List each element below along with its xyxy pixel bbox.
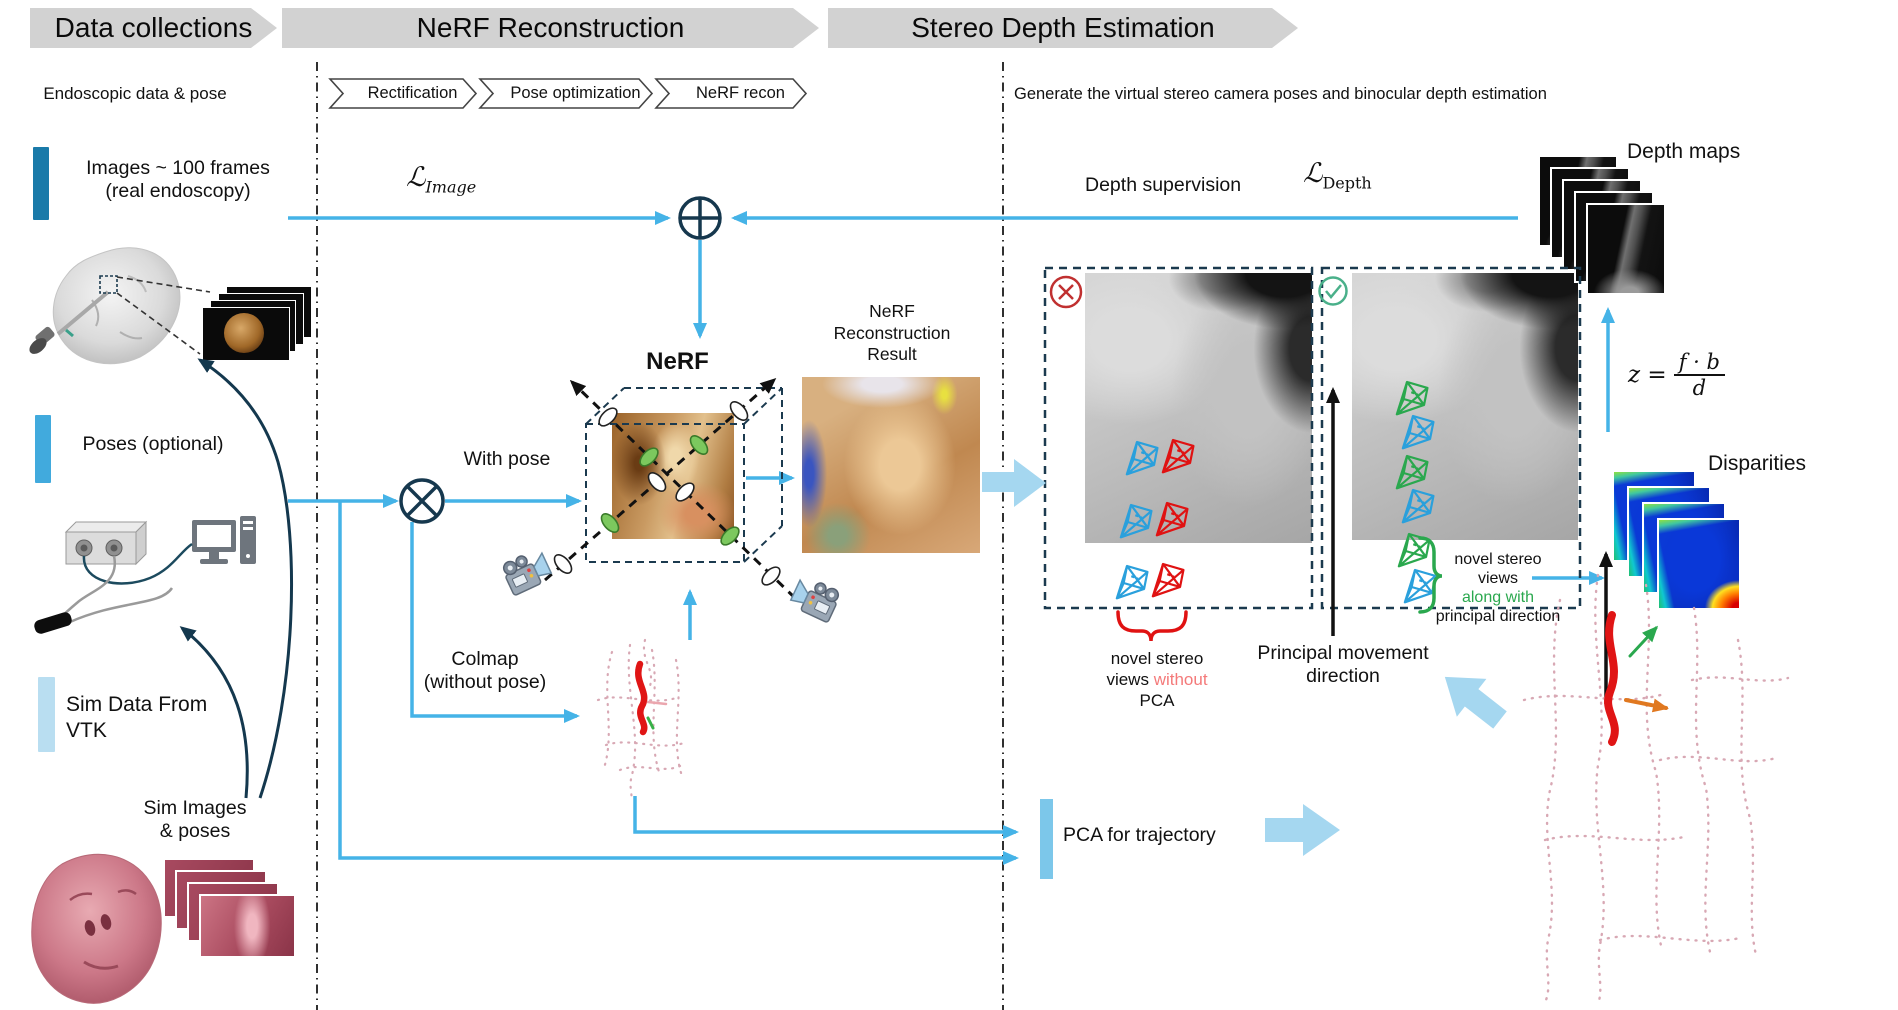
trajectory-with-principal-axes [1604,611,1669,746]
header-label: NeRF Reconstruction [416,12,685,43]
formula-lhs: z = [1628,362,1667,388]
trajectory-pointcloud [1522,573,1790,1006]
block-arrows [982,459,1507,856]
endoscopy-view-image [224,313,264,353]
depth-supervision-label: Depth supervision [1085,174,1242,196]
circle-plus-icon [678,196,722,240]
pca-for-trajectory-label: PCA for trajectory [1063,824,1216,846]
sim-data-label: Sim Data From VTK [66,693,208,742]
probe-icon [34,612,72,634]
red-brace [1116,610,1188,642]
image-loss-label: ℒImage [406,162,476,196]
disparity-frame-front [1657,518,1741,610]
endoscopic-data-subtitle: Endoscopic data & pose [43,84,227,103]
circled-check-icon [1318,276,1348,306]
images-label: Images ~ 100 frames (real endoscopy) [86,157,270,202]
header-stereo-depth-estimation: Stereo Depth Estimation [828,8,1298,48]
depth-map-frame-front [1586,203,1666,295]
nerf-reconstruction-result-image [802,377,980,553]
line3: principal direction [1435,608,1561,625]
branch-to-pca-line [338,501,1019,865]
principal-direction-label: Principal movement direction [1257,642,1429,687]
computer-icon [192,516,256,564]
green-brace [1418,536,1443,614]
poses-color-bar [35,415,51,483]
step-nerf-recon: NeRF recon [696,84,785,102]
flow-lines [288,211,1615,865]
head-model-illustration [29,247,211,365]
video-camera-icon [787,573,843,624]
nerf-sampling-rays [544,378,797,600]
header-data-collections: Data collections [30,8,277,48]
images-color-bar [33,147,49,220]
line3: PCA [1139,691,1175,710]
with-pose-label: With pose [463,448,551,470]
novel-views-without-pca-label: novel stereo views without PCA [1090,648,1224,711]
depth-maps-label: Depth maps [1627,140,1741,163]
loss-subscript: Image [425,177,477,197]
disparities-label: Disparities [1708,452,1807,475]
depth-loss-label: ℒDepth [1303,158,1372,192]
poses-label: Poses (optional) [82,433,224,455]
circle-times-icon [399,478,445,524]
nerf-cube [585,387,783,563]
pipeline-step-chevrons [328,78,808,109]
stereo-surface-image-without-pca [1085,273,1312,543]
loss-symbol: ℒ [1303,158,1323,189]
pca-output-arrow [1265,804,1340,856]
endoscope-icon [29,290,110,354]
video-camera-icon [499,546,555,597]
line2: views without [1106,670,1208,689]
pca-accent-bar [1040,799,1053,879]
stereo-frustums-without-pca [1115,438,1195,600]
tracking-system-illustration [34,516,256,634]
formula-fraction: f · b d [1673,350,1725,400]
stereo-surface-image-with-pca [1352,273,1578,540]
line2: along with [1461,589,1535,606]
without-highlight: without [1153,670,1208,689]
colmap-trajectory [635,660,668,736]
header-label: Data collections [54,12,253,43]
sim-images-label: Sim Images & poses [143,797,247,842]
line1: novel stereo views [1454,551,1542,587]
colmap-label: Colmap (without pose) [423,648,547,693]
depth-formula: z = f · b d [1628,350,1725,400]
stereo-frustums-with-pca [1395,380,1437,604]
colmap-elbow-arrow [410,522,580,723]
step-pose-optimization: Pose optimization [510,84,641,102]
header-nerf-reconstruction: NeRF Reconstruction [282,8,819,48]
sim-frame-front [199,894,296,958]
sim-data-arrows [179,358,294,799]
ray-sample-ellipses [553,401,781,586]
pointcloud-to-pca-line [633,796,1019,839]
sim-data-color-bar [38,677,55,752]
loss-symbol: ℒ [406,162,426,193]
stereo-subtitle: Generate the virtual stereo camera poses… [1014,85,1547,103]
line1: novel stereo [1110,649,1204,668]
formula-denominator: d [1692,376,1707,400]
stereo-panels [1043,266,1582,610]
step-rectification: Rectification [367,84,458,102]
sim-face-model-illustration [31,853,162,1004]
trajectory-to-principal-arrow [1444,676,1507,729]
header-label: Stereo Depth Estimation [911,12,1215,43]
circled-x-icon [1049,275,1083,309]
novel-views-with-pca-label: novel stereo views along with principal … [1433,550,1563,626]
nerf-label: NeRF [646,348,709,375]
panel-without-pca [1043,266,1314,610]
nerf-result-label: NeRF Reconstruction Result [833,301,951,364]
result-to-stereo-arrow [982,459,1046,507]
panel-with-pca [1320,266,1582,610]
formula-numerator: f · b [1673,350,1725,376]
loss-subscript: Depth [1322,173,1372,193]
colmap-pointcloud [596,638,686,802]
